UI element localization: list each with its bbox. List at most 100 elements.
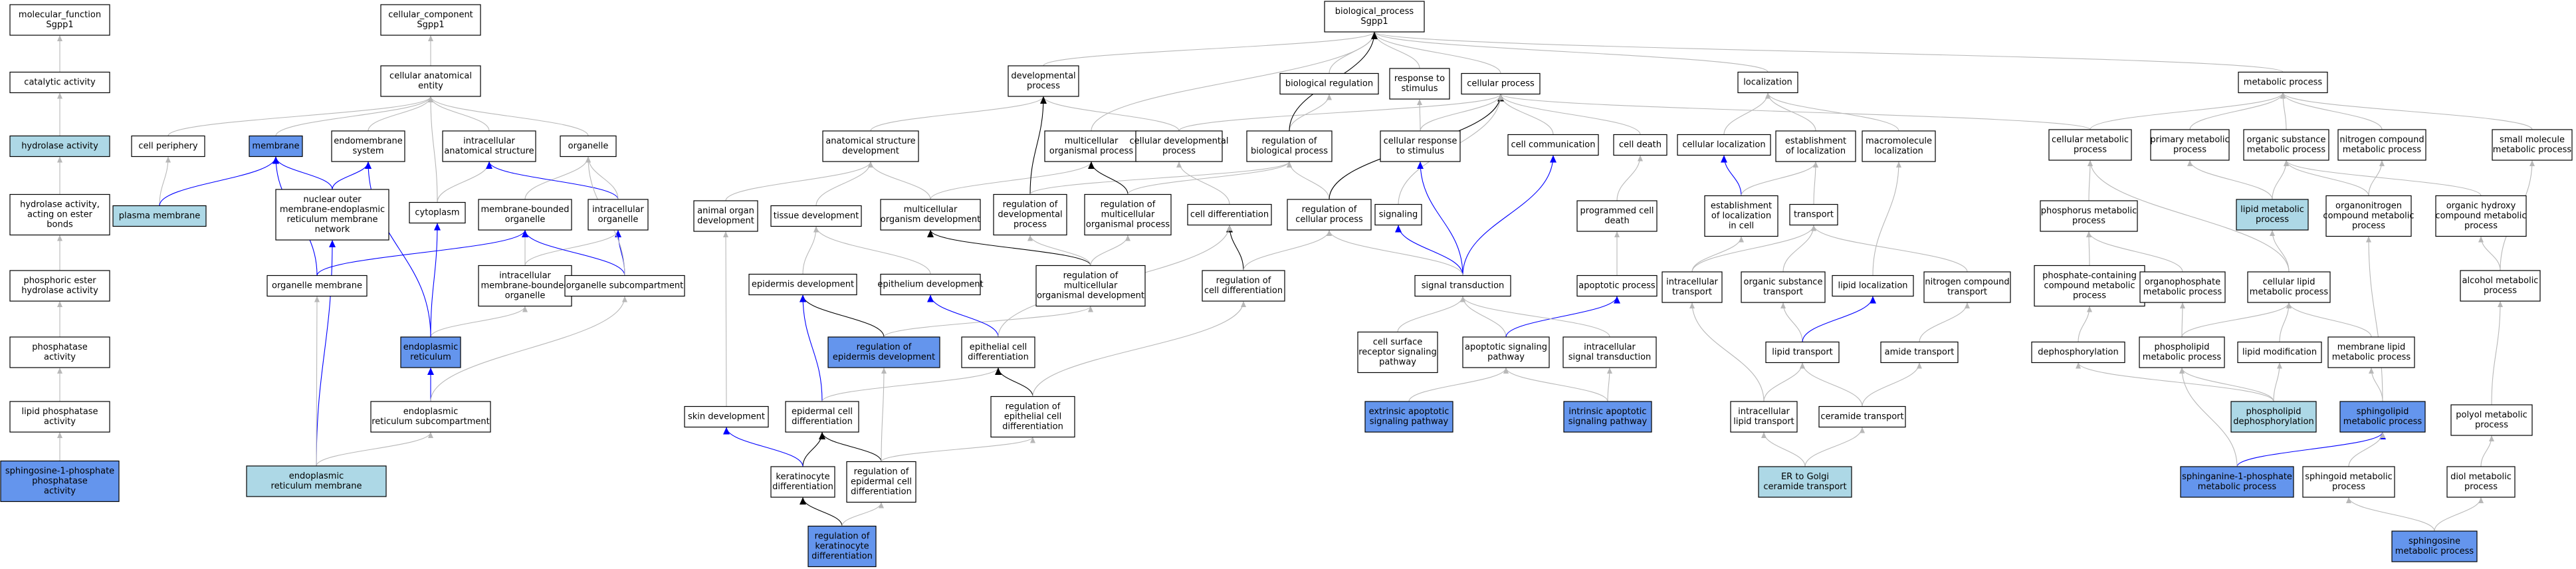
go-term-node-organelle[interactable]: organelle bbox=[560, 135, 617, 158]
go-term-node-organelle-membrane[interactable]: organelle membrane bbox=[267, 275, 368, 297]
go-term-node-membrane[interactable]: membrane bbox=[249, 135, 303, 158]
go-term-node-metabolic-process[interactable]: metabolic process bbox=[2238, 71, 2328, 94]
go-term-node-cell-differentiation[interactable]: cell differentiation bbox=[1187, 203, 1272, 226]
go-term-node-catalytic-activity[interactable]: catalytic activity bbox=[9, 71, 110, 94]
go-term-node-cellular-localization[interactable]: cellular localization bbox=[1677, 134, 1771, 156]
go-term-node-cell-death[interactable]: cell death bbox=[1613, 134, 1667, 156]
go-term-node-nuclear-outer-er[interactable]: nuclear outermembrane-endoplasmicreticul… bbox=[275, 189, 389, 241]
go-term-node-skin-development[interactable]: skin development bbox=[684, 405, 769, 428]
go-term-node-amide-transport[interactable]: amide transport bbox=[1880, 341, 1959, 364]
go-term-node-hydrolase-activity[interactable]: hydrolase activity bbox=[9, 135, 110, 158]
go-term-node-cytoplasm[interactable]: cytoplasm bbox=[409, 201, 466, 224]
go-term-node-localization[interactable]: localization bbox=[1737, 71, 1798, 94]
go-term-node-organelle-subcompartment[interactable]: organelle subcompartment bbox=[564, 275, 685, 297]
go-term-node-lipid-modification[interactable]: lipid modification bbox=[2237, 341, 2322, 364]
go-term-node-apoptotic-process[interactable]: apoptotic process bbox=[1576, 275, 1658, 297]
go-term-node-biological-regulation[interactable]: biological regulation bbox=[1279, 72, 1379, 95]
go-term-node-lipid-localization[interactable]: lipid localization bbox=[1832, 275, 1914, 297]
go-term-node-ceramide-transport[interactable]: ceramide transport bbox=[1818, 405, 1906, 428]
go-term-node-lipid-transport[interactable]: lipid transport bbox=[1765, 341, 1840, 364]
go-term-node-epithelium-development[interactable]: epithelium development bbox=[877, 273, 984, 296]
go-term-node-dephosphorylation[interactable]: dephosphorylation bbox=[2031, 341, 2125, 364]
go-term-node-signal-transduction[interactable]: signal transduction bbox=[1414, 275, 1511, 297]
go-term-node-s1p-phosphatase[interactable]: sphingosine-1-phosphatephosphataseactivi… bbox=[0, 460, 120, 503]
go-term-node-transport[interactable]: transport bbox=[1789, 203, 1838, 226]
go-term-node-cell-communication[interactable]: cell communication bbox=[1507, 134, 1599, 156]
go-term-node-plasma-membrane[interactable]: plasma membrane bbox=[112, 205, 207, 227]
go-term-node-tissue-development[interactable]: tissue development bbox=[770, 205, 862, 227]
go-term-node-cell-periphery[interactable]: cell periphery bbox=[131, 135, 205, 158]
go-term-node-epidermis-development[interactable]: epidermis development bbox=[748, 273, 857, 296]
